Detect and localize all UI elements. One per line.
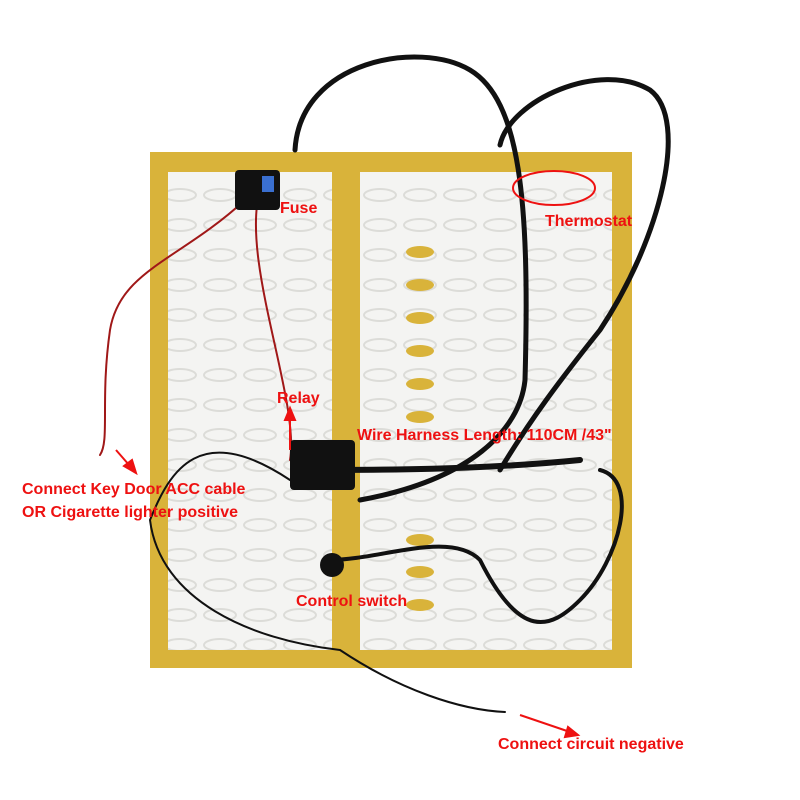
relay-box — [290, 440, 355, 490]
thermostat-highlight-ellipse — [512, 170, 596, 206]
wire-harness-label: Wire Harness Length: 110CM /43" — [357, 427, 612, 444]
control-switch-label: Control switch — [296, 593, 408, 610]
left-heating-pad — [150, 152, 350, 668]
fuse-holder — [235, 170, 280, 210]
control-switch-button — [320, 553, 344, 577]
fuse-label: Fuse — [280, 200, 318, 217]
cigarette-lighter-label: OR Cigarette lighter positive — [22, 504, 239, 521]
acc-cable-label: Connect Key Door ACC cable — [22, 481, 246, 498]
thermostat-label: Thermostat — [545, 213, 633, 230]
circuit-negative-label: Connect circuit negative — [498, 736, 684, 753]
annotation-arrows — [115, 405, 581, 739]
relay-label: Relay — [277, 390, 320, 407]
